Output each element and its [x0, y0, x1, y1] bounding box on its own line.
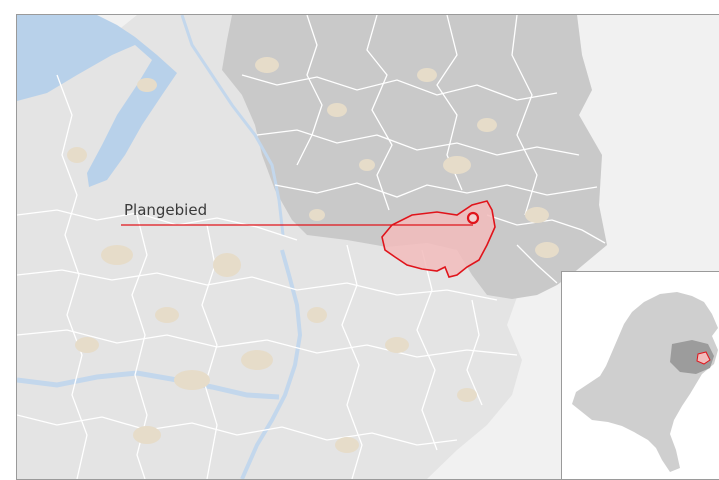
river-water	[17, 15, 177, 187]
netherlands-land	[572, 292, 718, 472]
province-highlight	[222, 15, 607, 299]
river-line-north	[180, 15, 285, 236]
town-spots	[67, 57, 559, 453]
map-frame: Plangebied	[16, 14, 719, 480]
river-line-west	[17, 370, 280, 400]
plan-area-label: Plangebied	[124, 201, 208, 219]
location-circle-icon	[466, 211, 480, 225]
inset-plan-area	[696, 351, 711, 365]
inset-locator-map	[561, 271, 719, 479]
inset-province	[670, 340, 714, 374]
netherlands-outline	[572, 292, 718, 472]
region-map	[17, 15, 719, 479]
river-line	[240, 249, 303, 479]
plan-area	[381, 200, 496, 278]
